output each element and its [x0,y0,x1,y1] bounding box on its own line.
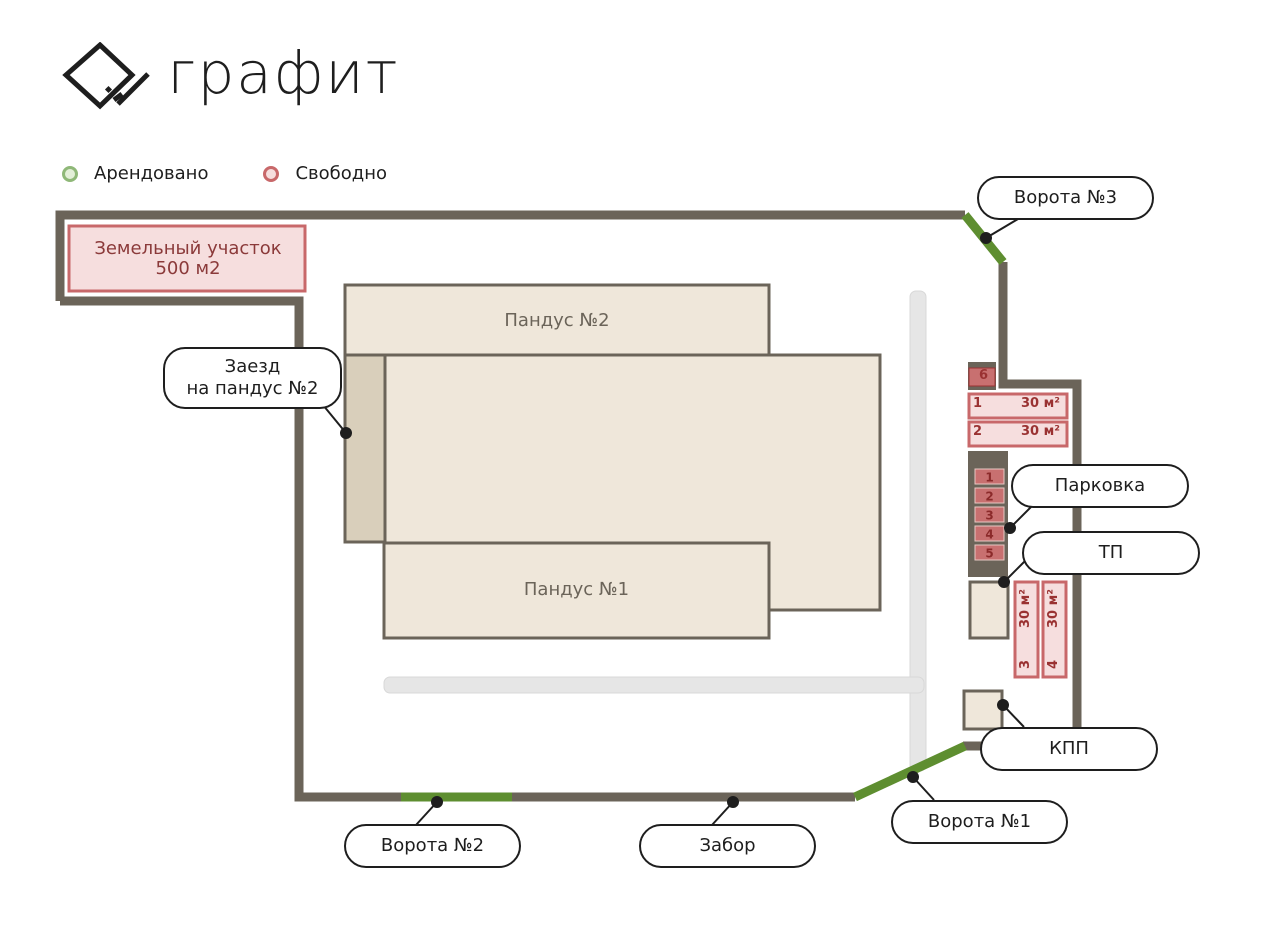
building-ramp-2[interactable] [343,283,771,362]
rented-dot-icon [62,165,78,182]
parking-spot-number: 5 [985,547,993,561]
parking-spot[interactable] [974,487,1005,504]
callout-line: на пандус №2 [186,378,319,399]
brand-name: графит [167,39,400,107]
parking-spot[interactable] [974,544,1005,561]
ramp-2-access[interactable] [343,353,387,544]
pin-fence [727,796,739,808]
road-horizontal [383,676,925,694]
parking-spot-number: 1 [985,471,993,485]
land-plot[interactable] [67,224,307,293]
callout-ramp-2-access: Заезд на пандус №2 [163,347,342,409]
callout-gate-2: Ворота №2 [344,824,521,868]
callout-checkpoint: КПП [980,727,1158,771]
brand-logo: графит [62,42,397,112]
unit-6[interactable] [968,367,996,387]
callout-line: Заезд [224,356,281,377]
unit-3[interactable] [1013,580,1040,679]
pin-gate-3 [980,232,992,244]
ramp-1-label: Пандус №1 [523,579,630,600]
legend: Арендовано Свободно [62,163,442,184]
fence [55,210,965,301]
unit-1-area: 30 м² [1021,396,1060,411]
legend-label: Арендовано [94,163,209,184]
unit-6-number: 6 [979,368,989,383]
parking-spot[interactable] [974,468,1005,485]
unit-4-area: 30 м² [1046,589,1061,628]
unit-2[interactable] [967,420,1069,448]
pin-gate-2 [431,796,443,808]
parking-spot-number: 3 [985,509,993,523]
unit-2-area: 30 м² [1021,424,1060,439]
parking-spot[interactable] [974,525,1005,542]
callout-gate-3: Ворота №3 [977,176,1154,220]
road-vertical [909,290,927,772]
checkpoint-building[interactable] [962,689,1004,731]
pin-checkpoint [997,699,1009,711]
unit-1-number: 1 [973,396,983,411]
pin-gate-1 [907,771,919,783]
legend-label: Свободно [295,163,387,184]
ramp-2-label: Пандус №2 [504,310,610,331]
transformer-substation[interactable] [968,580,1010,640]
land-plot-label: Земельный участок 500 м2 [70,227,306,291]
diamond-check-logo-icon [62,42,150,110]
legend-item-rented: Арендовано [62,163,208,184]
land-plot-area: 500 м2 [155,258,221,279]
pin-parking [1004,522,1016,534]
parking-spot[interactable] [974,506,1005,523]
unit-4-number: 4 [1046,660,1061,670]
pin-tp [998,576,1010,588]
leader-lines [322,218,1033,826]
unit-4[interactable] [1041,580,1068,679]
land-plot-title: Земельный участок [94,238,282,259]
callout-parking: Парковка [1011,464,1189,508]
pin-ramp-2-access [340,427,352,439]
unit-3-area: 30 м² [1018,589,1033,628]
building-ramp-1[interactable] [382,541,771,640]
callout-fence: Забор [639,824,816,868]
legend-item-free: Свободно [263,163,387,184]
unit-3-number: 3 [1018,660,1033,670]
fence [60,296,855,802]
parking-spot-number: 4 [985,528,993,542]
unit-2-number: 2 [973,424,983,439]
unit-1[interactable] [967,392,1069,420]
gate-1 [853,741,967,802]
free-dot-icon [263,165,280,182]
callout-tp: ТП [1022,531,1200,575]
callout-gate-1: Ворота №1 [891,800,1068,844]
parking-spot-number: 2 [985,490,993,504]
